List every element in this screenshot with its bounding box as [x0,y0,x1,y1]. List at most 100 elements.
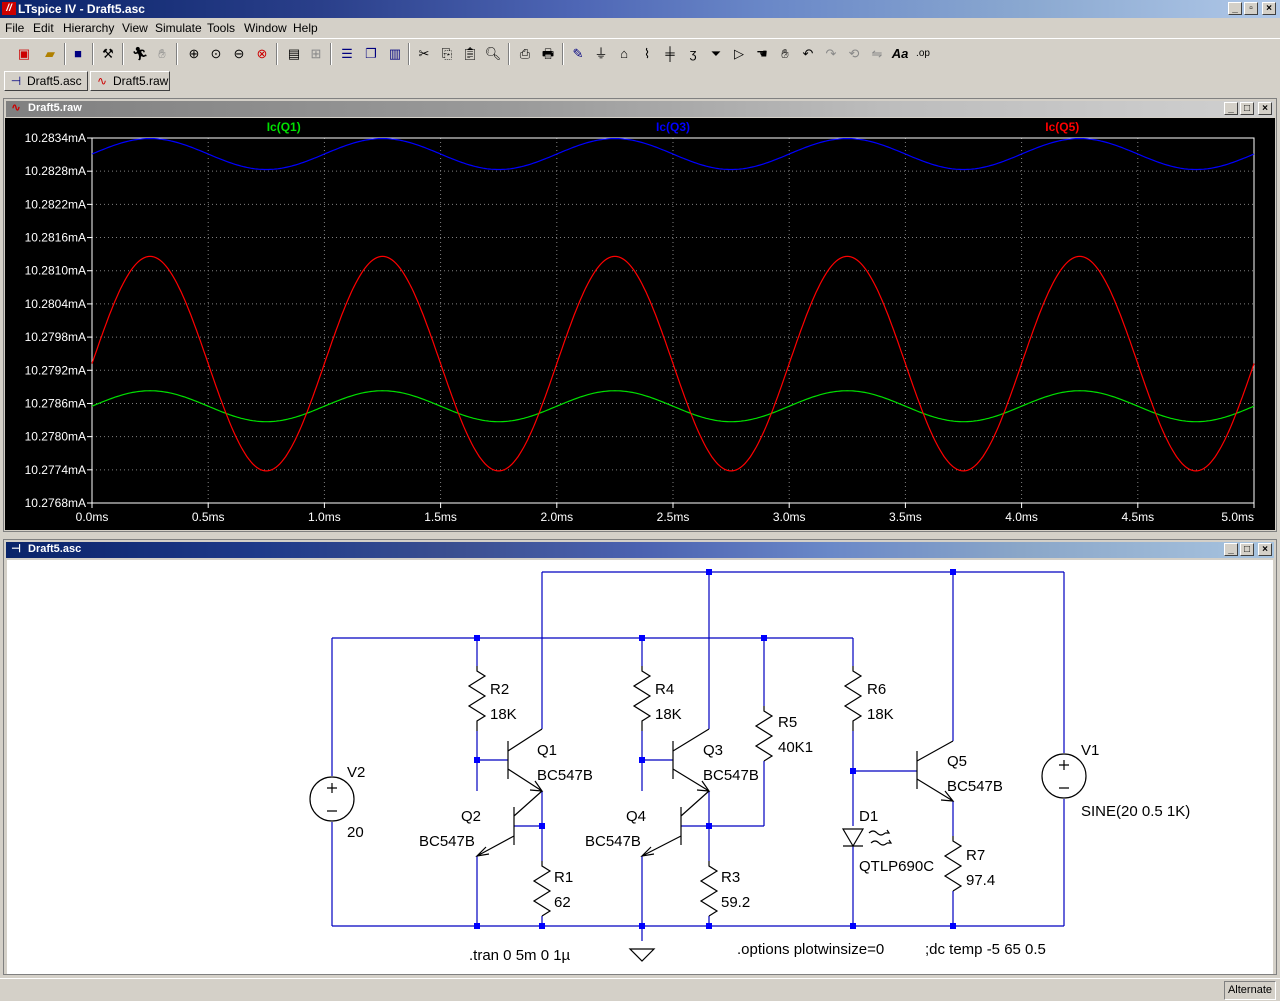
autorange-icon[interactable]: ▤ [287,46,301,61]
dc-comment[interactable]: ;dc temp -5 65 0.5 [925,941,1046,958]
minimize-button[interactable]: _ [1228,2,1242,15]
save-icon[interactable]: ■ [74,46,82,61]
r3-value: 59.2 [721,894,750,911]
minimize-button[interactable]: _ [1224,543,1238,556]
ground-icon[interactable]: ⏚ [594,46,608,61]
x-tick-label: 0.0ms [76,510,109,524]
tab-schematic[interactable]: ⊣ Draft5.asc [4,71,88,91]
waveform-plot[interactable]: 10.2834mA10.2828mA10.2822mA10.2816mA10.2… [5,118,1275,530]
resistor-r2 [467,666,487,731]
tile-vertical-icon[interactable]: ▥ [388,46,402,61]
schematic-canvas[interactable]: V2 20 V1 SINE(20 0.5 1K) R2 18K R4 18K R… [7,560,1273,974]
tile-horizontal-icon[interactable]: ☰ [341,46,353,61]
menu-hierarchy[interactable]: Hierarchy [63,21,115,35]
inductor-icon[interactable]: ʒ [689,46,697,61]
cut-icon[interactable]: ✂ [418,46,430,61]
toolbar-separator [562,43,564,65]
copy-icon[interactable]: ⎘ [441,46,453,61]
r3-name: R3 [721,869,740,886]
move-icon[interactable]: ☚ [756,46,768,61]
resistor-r7 [943,836,963,892]
open-icon[interactable]: ▰ [45,46,55,61]
redo-icon[interactable]: ↷ [825,46,837,61]
v2-value: 20 [347,824,364,841]
r6-name: R6 [867,681,886,698]
trace-icq1 [91,390,1255,423]
r4-value: 18K [655,706,682,723]
print-icon[interactable]: 🖶︎ [541,46,555,61]
component-icon[interactable]: ▷ [734,46,744,61]
spice-directive-icon[interactable]: .op [916,48,930,59]
menu-view[interactable]: View [122,21,148,35]
diode-d1 [841,828,865,848]
transistor-q1 [507,728,544,792]
find-icon[interactable]: 🔍︎ [484,46,502,61]
text-icon[interactable]: Aa [891,46,909,61]
y-tick-label: 10.2804mA [25,297,86,311]
maximize-button[interactable]: □ [1240,102,1254,115]
y-tick-label: 10.2810mA [25,264,86,278]
cascade-icon[interactable]: ❐ [365,46,377,61]
menu-simulate[interactable]: Simulate [155,21,202,35]
tran-directive[interactable]: .tran 0 5m 0 1µ [469,947,571,964]
q4-value: BC547B [585,833,641,850]
zoom-in-icon[interactable]: ⊕ [188,46,200,61]
halt-icon[interactable]: ✋︎ [158,46,166,61]
title-bar: // LTspice IV - Draft5.asc _ ▫ × [0,0,1280,18]
transistor-q4 [640,790,710,857]
minimize-button[interactable]: _ [1224,102,1238,115]
junction [706,923,712,929]
maximize-button[interactable]: □ [1240,543,1254,556]
toolbar-separator [122,43,124,65]
menu-file[interactable]: File [5,21,25,35]
zoom-out-icon[interactable]: ⊖ [233,46,245,61]
tab-waveform[interactable]: ∿ Draft5.raw [90,71,170,91]
zoom-cancel-icon[interactable]: ⊗ [256,46,268,61]
resistor-icon[interactable]: ⌇ [643,46,651,61]
run-icon[interactable]: 🏃︎ [131,46,149,61]
control-panel-icon[interactable]: ⚒ [102,46,114,61]
junction [474,635,480,641]
paste-icon[interactable]: 📋︎ [461,46,479,61]
label-icon[interactable]: ⌂ [620,46,628,61]
junction [474,757,480,763]
menu-window[interactable]: Window [244,21,287,35]
grid-icon[interactable]: ⊞ [310,46,322,61]
menu-edit[interactable]: Edit [33,21,54,35]
q4-name: Q4 [626,808,646,825]
tab-label: Draft5.asc [27,74,82,88]
x-tick-label: 4.5ms [1121,510,1154,524]
mirror-icon[interactable]: ⇋ [871,46,883,61]
options-directive[interactable]: .options plotwinsize=0 [737,941,884,958]
d1-value: QTLP690C [859,858,934,875]
schematic-icon: ⊣ [11,543,21,555]
zoom-pan-icon[interactable]: ⊙ [210,46,222,61]
menu-help[interactable]: Help [293,21,318,35]
resistor-r4 [632,666,652,731]
close-button[interactable]: × [1258,102,1272,115]
x-tick-label: 2.5ms [657,510,690,524]
junction [850,768,856,774]
diode-icon[interactable]: ⏷ [710,46,722,61]
r2-value: 18K [490,706,517,723]
ground-symbol [628,948,656,962]
y-tick-label: 10.2828mA [25,164,86,178]
close-button[interactable]: × [1262,2,1276,15]
maximize-button[interactable]: ▫ [1244,2,1258,15]
menu-tools[interactable]: Tools [207,21,236,35]
new-schematic-icon[interactable]: ▣ [17,46,31,61]
y-tick-label: 10.2780mA [25,430,86,444]
capacitor-icon[interactable]: ╪ [665,46,675,61]
undo-icon[interactable]: ↶ [802,46,814,61]
toolbar-separator [508,43,510,65]
window-title: LTspice IV - Draft5.asc [18,2,145,16]
print-preview-icon[interactable]: ⎙ [519,46,531,61]
junction [539,923,545,929]
r2-name: R2 [490,681,509,698]
plot-background [5,118,1275,530]
status-bar: Alternate [0,978,1280,1001]
drag-icon[interactable]: ✋︎ [781,46,789,61]
wire-icon[interactable]: ✎ [572,46,584,61]
close-button[interactable]: × [1258,543,1272,556]
rotate-icon[interactable]: ⟲ [848,46,860,61]
